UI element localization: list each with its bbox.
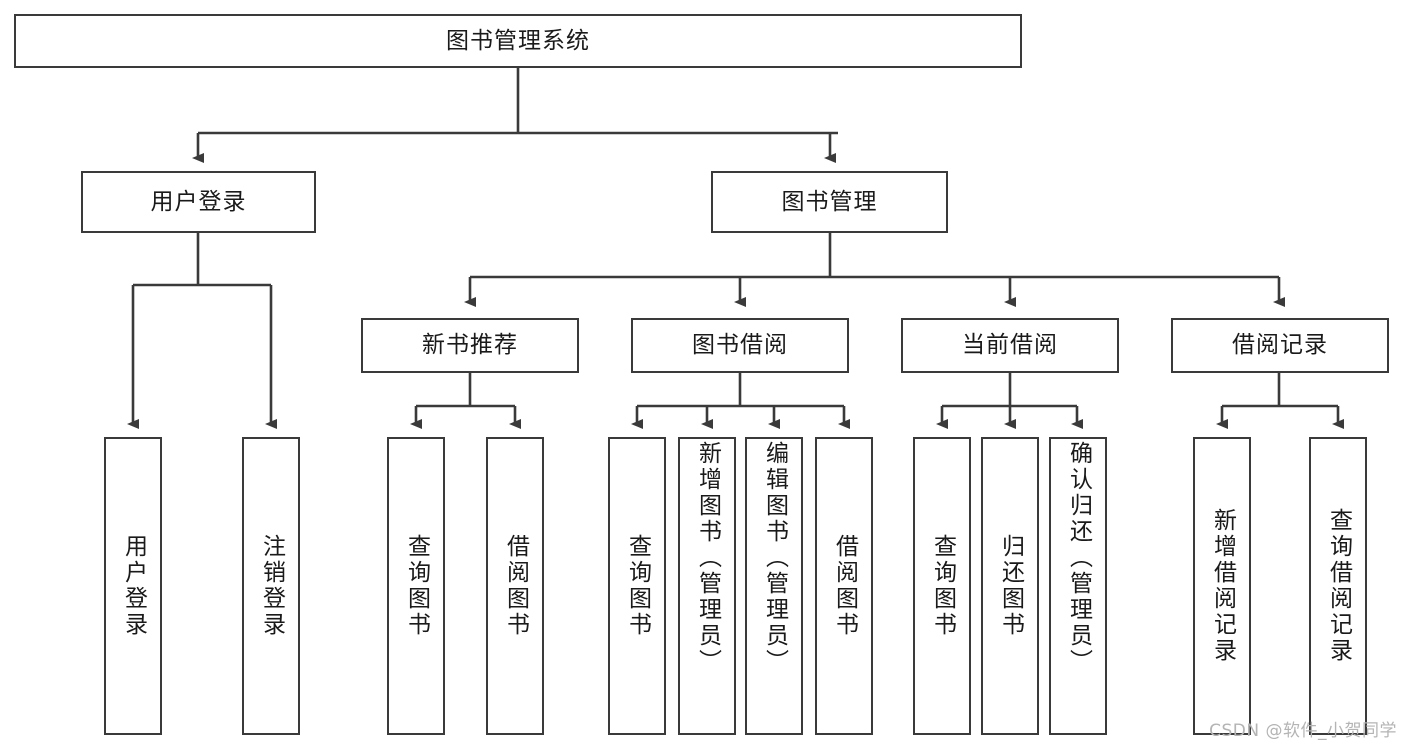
leaf-query-record[interactable]: 查询借阅记录 xyxy=(1309,437,1367,735)
leaf-return-book-label: 归还图书 xyxy=(997,534,1024,638)
node-borrow-record-label: 借阅记录 xyxy=(1232,332,1328,359)
leaf-query-book-2[interactable]: 查询图书 xyxy=(608,437,666,735)
leaf-borrow-book-1-label: 借阅图书 xyxy=(502,534,529,638)
leaf-confirm-return[interactable]: 确认归还（管理员） xyxy=(1049,437,1107,735)
leaf-user-login-label: 用户登录 xyxy=(120,534,147,638)
node-user-login[interactable]: 用户登录 xyxy=(81,171,316,233)
leaf-query-book-3[interactable]: 查询图书 xyxy=(913,437,971,735)
leaf-edit-book-label: 编辑图书（管理员） xyxy=(761,441,788,675)
node-book-manage[interactable]: 图书管理 xyxy=(711,171,948,233)
leaf-borrow-book-2[interactable]: 借阅图书 xyxy=(815,437,873,735)
leaf-query-record-label: 查询借阅记录 xyxy=(1325,508,1352,664)
leaf-add-record[interactable]: 新增借阅记录 xyxy=(1193,437,1251,735)
node-user-login-label: 用户登录 xyxy=(150,188,247,215)
node-new-book-recommend-label: 新书推荐 xyxy=(422,332,518,359)
leaf-add-book[interactable]: 新增图书（管理员） xyxy=(678,437,736,735)
node-new-book-recommend[interactable]: 新书推荐 xyxy=(361,318,579,373)
leaf-logout-label: 注销登录 xyxy=(258,534,285,638)
leaf-add-record-label: 新增借阅记录 xyxy=(1209,508,1236,664)
leaf-return-book[interactable]: 归还图书 xyxy=(981,437,1039,735)
watermark: CSDN @软件_小贺同学 xyxy=(1209,721,1397,741)
node-root-label: 图书管理系统 xyxy=(446,27,590,54)
leaf-add-book-label: 新增图书（管理员） xyxy=(694,441,721,675)
node-root[interactable]: 图书管理系统 xyxy=(14,14,1022,68)
node-current-borrow[interactable]: 当前借阅 xyxy=(901,318,1119,373)
leaf-edit-book[interactable]: 编辑图书（管理员） xyxy=(745,437,803,735)
leaf-query-book-2-label: 查询图书 xyxy=(624,534,651,638)
node-book-borrow[interactable]: 图书借阅 xyxy=(631,318,849,373)
leaf-borrow-book-2-label: 借阅图书 xyxy=(831,534,858,638)
leaf-borrow-book-1[interactable]: 借阅图书 xyxy=(486,437,544,735)
node-book-manage-label: 图书管理 xyxy=(781,188,878,215)
node-current-borrow-label: 当前借阅 xyxy=(962,332,1058,359)
leaf-confirm-return-label: 确认归还（管理员） xyxy=(1065,441,1092,675)
leaf-query-book-3-label: 查询图书 xyxy=(929,534,956,638)
node-borrow-record[interactable]: 借阅记录 xyxy=(1171,318,1389,373)
leaf-query-book-1[interactable]: 查询图书 xyxy=(387,437,445,735)
node-book-borrow-label: 图书借阅 xyxy=(692,332,788,359)
leaf-user-login[interactable]: 用户登录 xyxy=(104,437,162,735)
leaf-logout[interactable]: 注销登录 xyxy=(242,437,300,735)
leaf-query-book-1-label: 查询图书 xyxy=(403,534,430,638)
